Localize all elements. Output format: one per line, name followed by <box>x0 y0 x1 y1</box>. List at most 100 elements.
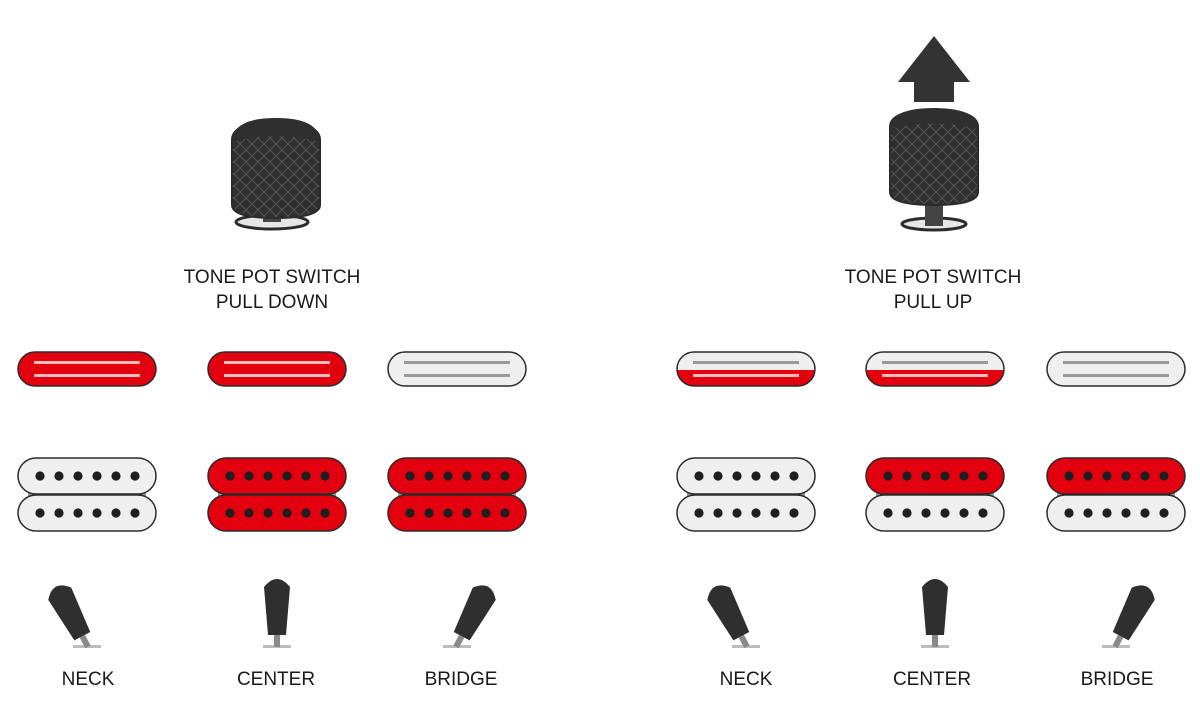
selector-switch-center <box>263 579 291 648</box>
pole-piece <box>751 471 761 481</box>
tone-knob-pulled-down <box>231 118 321 231</box>
pole-piece <box>694 508 704 518</box>
single-coil-pickup <box>387 351 527 387</box>
pole-piece <box>130 508 140 518</box>
lever-shaft <box>79 634 91 649</box>
panel-pull-down: TONE POT SWITCH PULL DOWN NECK CENTER BR… <box>17 118 527 690</box>
lever-shaft <box>738 634 750 649</box>
pickup-outline <box>865 351 1005 387</box>
humbucker-pickup <box>865 457 1005 532</box>
pickup-position-center <box>207 351 347 648</box>
pole-piece <box>1083 508 1093 518</box>
pole-piece <box>1064 471 1074 481</box>
blade-top <box>693 361 799 364</box>
bottom-coil <box>676 494 816 532</box>
single-coil-pickup <box>1046 351 1186 387</box>
pole-piece <box>940 471 950 481</box>
pole-piece <box>92 471 102 481</box>
pole-piece <box>921 471 931 481</box>
pole-piece <box>500 508 510 518</box>
pole-piece <box>713 471 723 481</box>
pickup-body <box>208 352 346 386</box>
pole-piece <box>694 471 704 481</box>
coil-body <box>387 457 527 495</box>
blade-top <box>882 361 988 364</box>
position-label-bridge: BRIDGE <box>1081 669 1154 690</box>
panel-pull-up: TONE POT SWITCH PULL UP NECK CENTER BRID… <box>676 36 1186 690</box>
pole-piece <box>320 471 330 481</box>
knob-cap <box>890 108 978 129</box>
tone-knob-pulled-up <box>889 36 979 232</box>
coil-body <box>387 494 527 532</box>
top-coil <box>676 457 816 495</box>
lever-shaft <box>932 635 938 647</box>
humbucker-pickup <box>387 457 527 532</box>
single-coil-pickup <box>676 351 816 387</box>
pole-piece <box>405 471 415 481</box>
coil-body <box>207 494 347 532</box>
pole-piece <box>282 508 292 518</box>
pole-piece <box>443 508 453 518</box>
pickup-position-neck <box>676 351 816 649</box>
bottom-coil <box>387 494 527 532</box>
pole-piece <box>1140 508 1150 518</box>
pole-piece <box>225 508 235 518</box>
blade-bottom <box>1063 374 1169 377</box>
pole-piece <box>732 471 742 481</box>
pickup-position-bridge <box>1046 351 1186 649</box>
selector-switch-neck <box>48 585 101 649</box>
humbucker-pickup <box>676 457 816 532</box>
lever-tip <box>264 579 290 635</box>
humbucker-pickup <box>207 457 347 532</box>
pole-piece <box>921 508 931 518</box>
pole-piece <box>959 508 969 518</box>
pole-piece <box>244 471 254 481</box>
selector-switch-center <box>921 579 949 648</box>
bottom-coil <box>17 494 157 532</box>
lever-arm-icon <box>1112 585 1155 649</box>
pole-piece <box>789 508 799 518</box>
position-label-bridge: BRIDGE <box>425 669 498 690</box>
pole-piece <box>1159 508 1169 518</box>
pickup-outline <box>676 351 816 387</box>
coil-body <box>676 457 816 495</box>
pole-piece <box>1102 471 1112 481</box>
knob-shaft <box>925 200 943 226</box>
pole-piece <box>54 508 64 518</box>
pole-piece <box>978 471 988 481</box>
top-coil <box>17 457 157 495</box>
pole-piece <box>54 471 64 481</box>
pickup-body <box>1047 352 1185 386</box>
lever-arm-icon <box>48 585 91 649</box>
pickup-position-neck <box>17 351 157 649</box>
panel-title-line1: TONE POT SWITCH <box>184 267 361 288</box>
lever-arm-icon <box>264 579 290 647</box>
pole-piece <box>1102 508 1112 518</box>
coil-body <box>207 457 347 495</box>
pole-piece <box>111 508 121 518</box>
bottom-coil <box>865 494 1005 532</box>
lever-shaft <box>453 634 465 649</box>
coil-body <box>865 494 1005 532</box>
pickup-outline <box>387 351 527 387</box>
panel-title-line2: PULL DOWN <box>216 292 328 313</box>
pole-piece <box>35 508 45 518</box>
pull-up-arrow-icon <box>898 36 970 102</box>
knob-cap <box>232 118 320 142</box>
bottom-coil <box>207 494 347 532</box>
selector-switch-neck <box>707 585 760 649</box>
coil-body <box>865 457 1005 495</box>
pole-piece <box>244 508 254 518</box>
pole-piece <box>940 508 950 518</box>
lever-arm-icon <box>453 585 496 649</box>
pole-piece <box>770 508 780 518</box>
coil-body <box>17 494 157 532</box>
pole-piece <box>883 508 893 518</box>
position-label-neck: NECK <box>720 669 773 690</box>
pole-piece <box>111 471 121 481</box>
pickup-outline <box>1046 351 1186 387</box>
single-coil-pickup <box>17 351 157 387</box>
pole-piece <box>263 508 273 518</box>
pole-piece <box>130 471 140 481</box>
